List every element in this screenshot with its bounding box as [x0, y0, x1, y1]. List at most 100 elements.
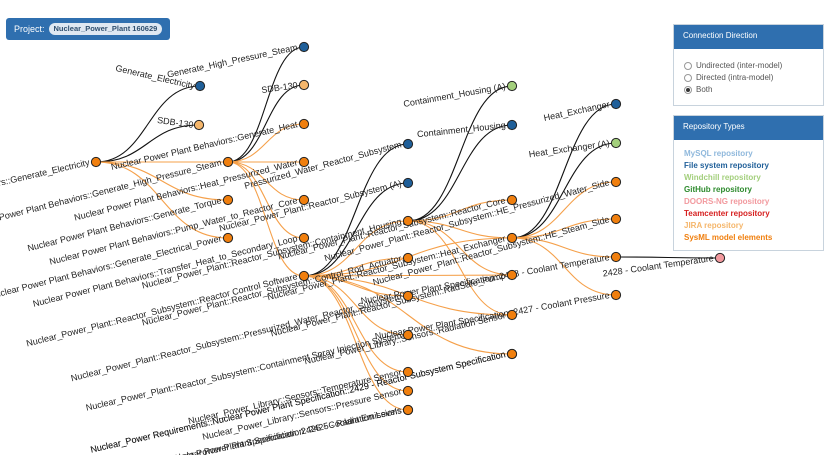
node-label: Heat_Exchanger	[543, 99, 611, 123]
graph-edge	[303, 275, 409, 373]
graph-node[interactable]	[193, 119, 205, 131]
repository-type-item: File system repository	[684, 161, 769, 170]
graph-edge	[303, 275, 513, 355]
graph-edge	[407, 85, 513, 222]
graph-edge	[95, 124, 200, 163]
graph-node[interactable]	[402, 329, 414, 341]
project-name-badge[interactable]: Nuclear_Power_Plant 160629	[48, 23, 163, 35]
repository-type-item: GitHub repository	[684, 185, 753, 194]
graph-node[interactable]	[298, 270, 310, 282]
graph-node[interactable]	[610, 137, 622, 149]
graph-node[interactable]	[298, 79, 310, 91]
graph-node[interactable]	[194, 80, 206, 92]
graph-node[interactable]	[506, 119, 518, 131]
graph-node[interactable]	[402, 404, 414, 416]
radio-directed[interactable]: Directed (intra-model)	[684, 73, 813, 82]
graph-node[interactable]	[402, 252, 414, 264]
graph-edge	[511, 237, 617, 258]
project-label: Project:	[14, 24, 45, 34]
project-selector[interactable]: Project: Nuclear_Power_Plant 160629	[6, 18, 171, 40]
radio-directed-label: Directed (intra-model)	[696, 73, 774, 82]
graph-edges	[95, 46, 721, 411]
graph-node[interactable]	[402, 290, 414, 302]
node-label: Nuclear_Power Requirements::Nuclear Powe…	[89, 349, 506, 455]
graph-edge	[407, 220, 513, 316]
graph-node[interactable]	[610, 98, 622, 110]
graph-node[interactable]	[610, 251, 622, 263]
radio-both[interactable]: Both	[684, 85, 813, 94]
graph-node[interactable]	[298, 194, 310, 206]
graph-node[interactable]	[506, 80, 518, 92]
graph-edge	[303, 220, 409, 277]
radio-directed-button[interactable]	[684, 73, 692, 82]
graph-node[interactable]	[402, 177, 414, 189]
graph-node[interactable]	[402, 385, 414, 397]
graph-edge	[227, 46, 305, 163]
graph-node[interactable]	[610, 213, 622, 225]
graph-node[interactable]	[610, 289, 622, 301]
graph-node[interactable]	[610, 176, 622, 188]
graph-edge	[407, 124, 513, 222]
radio-undirected-label: Undirected (inter-model)	[696, 61, 783, 70]
graph-node[interactable]	[506, 194, 518, 206]
graph-nodes	[90, 41, 726, 416]
repository-type-item: Teamcenter repository	[684, 209, 770, 218]
graph-edge	[303, 182, 409, 277]
graph-edge	[95, 85, 201, 163]
repository-type-item: SysML model elements	[684, 233, 773, 242]
graph-node[interactable]	[506, 309, 518, 321]
graph-node[interactable]	[506, 232, 518, 244]
connection-direction-panel: Connection Direction Undirected (inter-m…	[673, 24, 824, 106]
graph-node[interactable]	[402, 138, 414, 150]
graph-edge	[227, 123, 305, 163]
radio-both-label: Both	[696, 85, 713, 94]
graph-node[interactable]	[298, 41, 310, 53]
graph-edge	[303, 143, 409, 277]
graph-node[interactable]	[298, 156, 310, 168]
graph-edge	[511, 218, 617, 239]
graph-edge	[511, 142, 617, 239]
graph-node[interactable]	[506, 348, 518, 360]
graph-edge	[227, 161, 305, 239]
graph-edge	[303, 275, 409, 336]
graph-node[interactable]	[222, 194, 234, 206]
graph-node[interactable]	[298, 118, 310, 130]
repository-type-item: Windchill repository	[684, 173, 761, 182]
node-label: Generate_High_Pressure_Steam	[166, 42, 298, 79]
graph-edge	[227, 84, 305, 163]
graph-node[interactable]	[90, 156, 102, 168]
graph-node[interactable]	[402, 215, 414, 227]
graph-edge	[615, 256, 721, 259]
graph-edge	[227, 161, 305, 201]
graph-edge	[303, 275, 409, 411]
graph-labels: Nuclear Power Plant Behaviors::Generate_…	[0, 42, 714, 455]
graph-edge	[511, 237, 617, 296]
graph-edge	[407, 199, 513, 222]
radio-both-button[interactable]	[684, 85, 692, 94]
node-label: Containment_Housing	[417, 120, 507, 139]
repository-types-title: Repository Types	[674, 116, 823, 140]
graph-node[interactable]	[222, 156, 234, 168]
graph-node[interactable]	[402, 366, 414, 378]
radio-undirected-button[interactable]	[684, 61, 692, 70]
graph-edge	[95, 161, 229, 239]
graph-edge	[407, 220, 513, 276]
graph-node[interactable]	[506, 269, 518, 281]
graph-edge	[511, 181, 617, 239]
graph-edge	[511, 103, 617, 239]
graph-edge	[407, 220, 513, 239]
connection-direction-title: Connection Direction	[674, 25, 823, 49]
graph-edge	[95, 161, 229, 201]
graph-edge	[303, 274, 513, 277]
repository-type-item: MySQL repository	[684, 149, 753, 158]
graph-edge	[227, 161, 305, 277]
repository-type-item: JIRA repository	[684, 221, 744, 230]
graph-node[interactable]	[298, 232, 310, 244]
repository-type-item: DOORS-NG repository	[684, 197, 770, 206]
graph-node[interactable]	[714, 252, 726, 264]
node-label: SDB-130	[261, 80, 299, 95]
graph-node[interactable]	[222, 232, 234, 244]
radio-undirected[interactable]: Undirected (inter-model)	[684, 61, 813, 70]
